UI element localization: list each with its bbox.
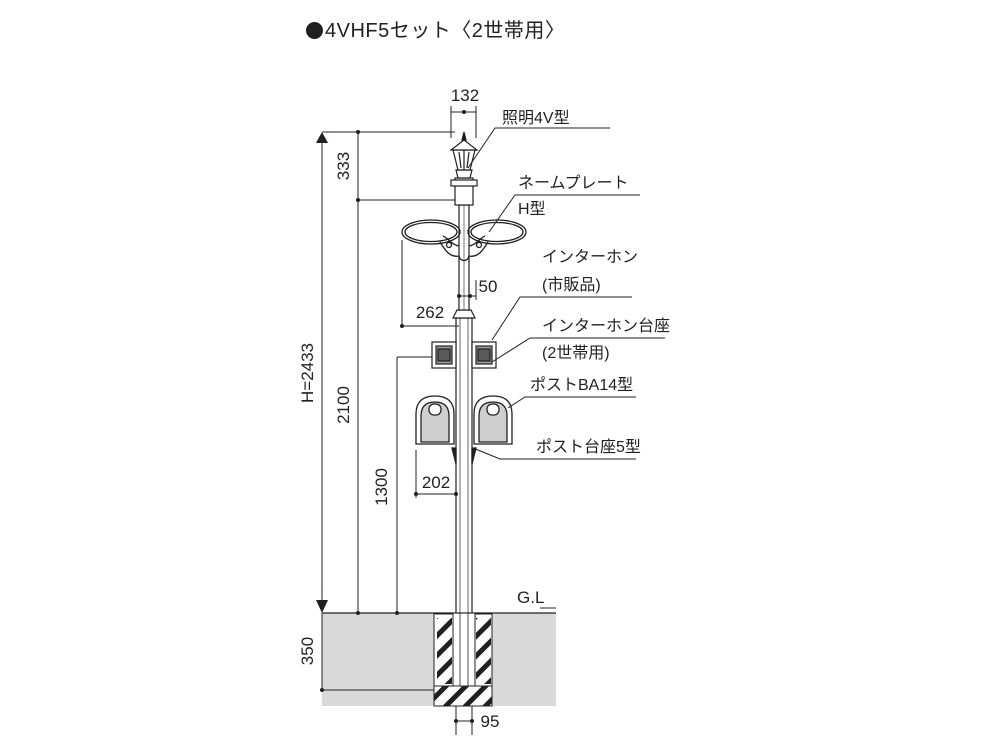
intercom-base-icon: [431, 341, 497, 369]
dim-132: 132: [451, 86, 479, 105]
label-intercom-note: (市販品): [542, 276, 601, 294]
dim-333: 333: [334, 152, 353, 180]
title-text: 4VHF5セット〈2世帯用〉: [325, 20, 566, 42]
label-intercom: インターホン: [542, 248, 638, 266]
label-post-base: ポスト台座5型: [536, 438, 641, 456]
dim-95: 95: [481, 712, 500, 731]
label-intercom-base: インターホン台座: [542, 317, 670, 335]
label-nameplate-type: H型: [518, 200, 546, 218]
dim-1300: 1300: [372, 468, 391, 506]
leader-lines: [467, 127, 665, 460]
mailbox-icon: [415, 395, 513, 465]
lamp-icon: [449, 131, 479, 206]
label-light: 照明4V型: [502, 109, 570, 127]
dim-350: 350: [298, 637, 317, 665]
label-intercom-base-note: (2世帯用): [542, 344, 610, 362]
pole: [452, 204, 476, 614]
dimension-lines: [321, 106, 556, 735]
ground-section: [322, 612, 556, 707]
label-ground: G.L: [517, 588, 544, 607]
nameplate-icon: [401, 219, 527, 262]
dim-202: 202: [422, 473, 450, 492]
label-post: ポストBA14型: [530, 376, 633, 394]
bullet-icon: [306, 22, 323, 39]
dim-262: 262: [416, 303, 444, 322]
dim-2100: 2100: [334, 386, 353, 424]
diagram-title: 4VHF5セット〈2世帯用〉: [306, 14, 565, 43]
label-nameplate: ネームプレート: [518, 174, 629, 192]
dim-h-2433: H=2433: [298, 343, 317, 403]
dimension-arrows: [316, 110, 474, 723]
dim-50: 50: [479, 277, 498, 296]
